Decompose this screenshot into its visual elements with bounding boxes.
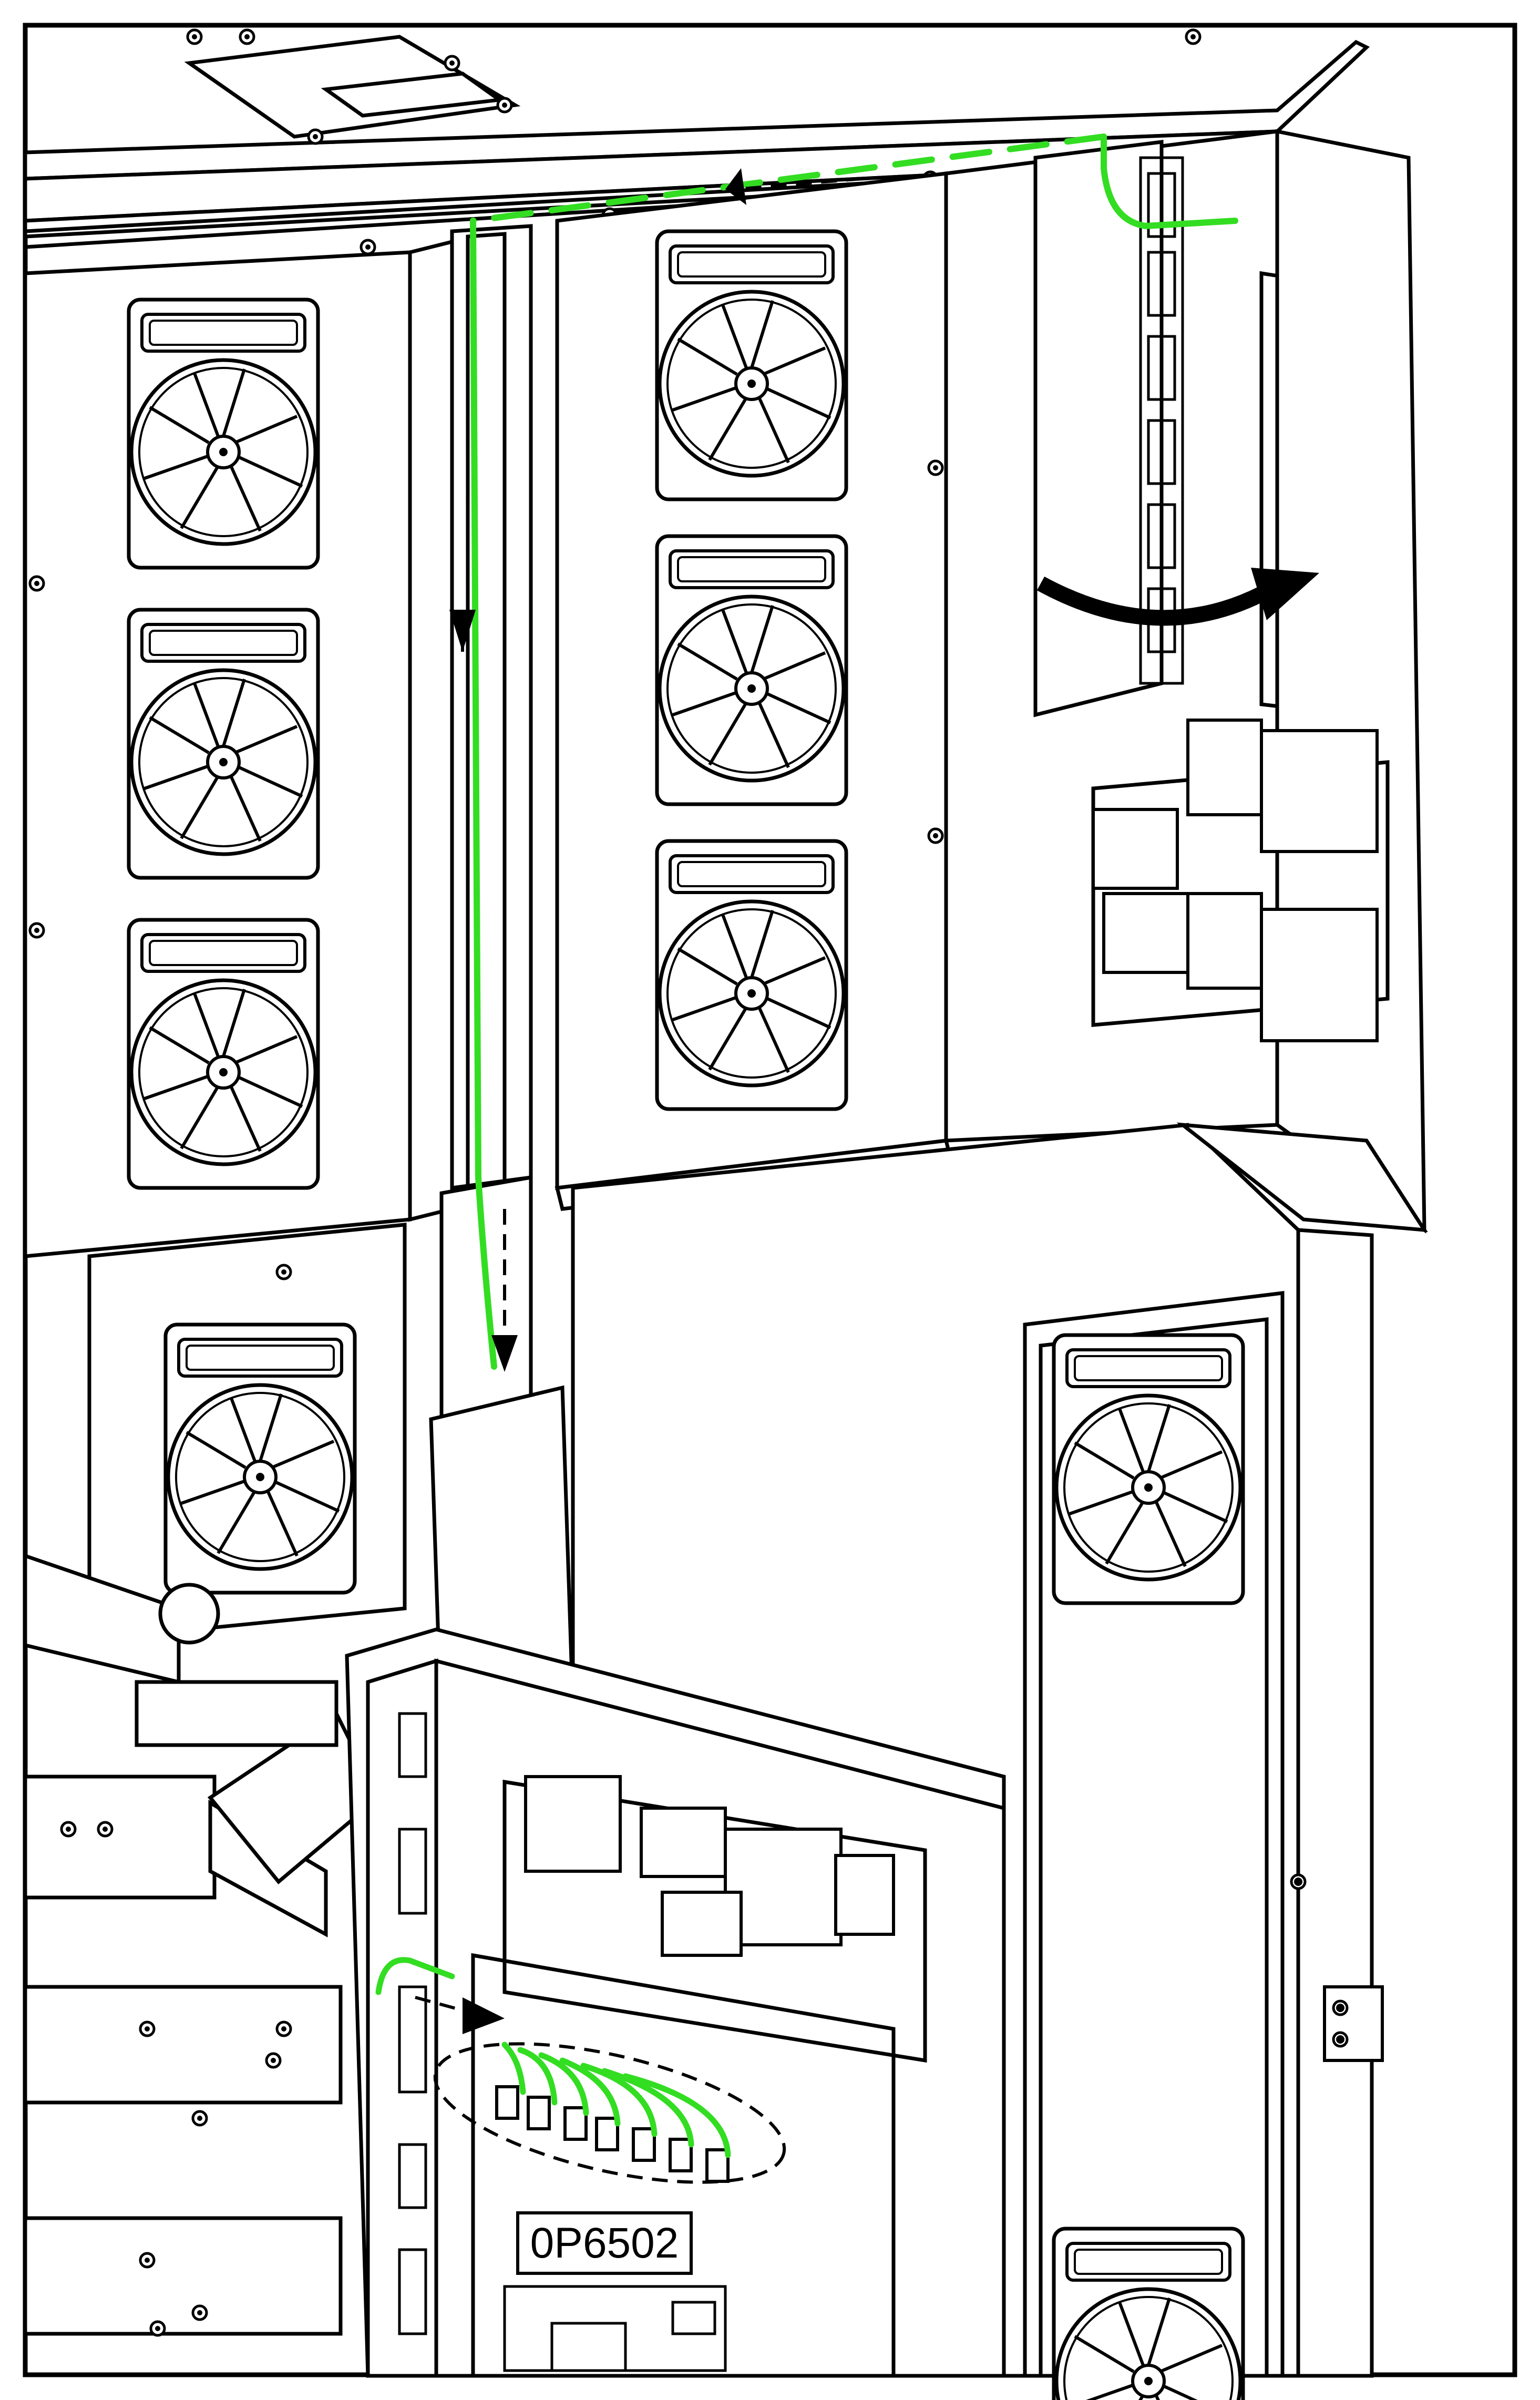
relay-components [524,1775,895,1957]
control-compartment [944,129,1426,1234]
fiber-connectors [495,2085,730,2183]
fan-icon [657,231,846,499]
fan-icon [657,841,846,1109]
board-label-callout: 0P6502 [516,2211,693,2275]
fan-icon [166,1325,355,1593]
cable-channel [429,224,575,1737]
rotate-arrow-icon [1036,568,1319,626]
fan-icon [129,300,318,568]
fan-icon [1054,1335,1243,1603]
fan-icon [1054,2229,1243,2400]
fan-icon [129,610,318,878]
fan-icon [657,536,846,804]
busbar-assembly [23,1553,381,2336]
flow-arrow-icon [415,168,863,2034]
fan-icon [129,920,318,1188]
board-label: 0P6502 [530,2219,679,2267]
terminal-blocks [1092,719,1379,1042]
fiber-route [375,134,1238,2158]
door-hinge [1291,1875,1384,2062]
lower-circuit-board [503,2285,727,2372]
connector-highlight-ellipse [433,2042,786,2184]
door-side-rails [398,1712,427,2335]
circuit-board-strip [1139,156,1184,685]
